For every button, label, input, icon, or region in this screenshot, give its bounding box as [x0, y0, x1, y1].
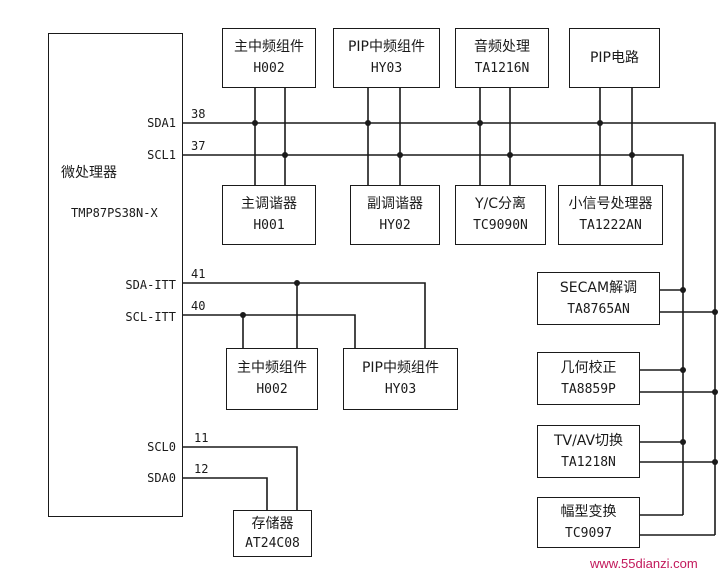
junction-dot	[252, 120, 258, 126]
block-secam: SECAM解调 TA8765AN	[537, 272, 660, 325]
block-name: 音频处理	[474, 39, 530, 55]
block-name: TV/AV切换	[553, 432, 624, 449]
pin-number-scl1: 37	[191, 139, 206, 153]
junction-dot	[477, 120, 483, 126]
block-name: 几何校正	[560, 359, 617, 376]
block-model: HY03	[384, 382, 417, 397]
pin-number-scl-itt: 40	[191, 299, 206, 313]
block-name: Y/C分离	[474, 196, 527, 212]
junction-dot	[240, 312, 246, 318]
block-model: HY02	[379, 218, 411, 233]
pin-label-scl1: SCL1	[147, 148, 176, 162]
block-model: TA8859P	[561, 381, 616, 397]
sda0-line	[183, 477, 268, 510]
block-yc-separation: Y/C分离 TC9090N	[455, 185, 546, 245]
block-pip-circuit: PIP电路	[569, 28, 660, 88]
i2c-bus-itt	[183, 280, 426, 348]
junction-dot	[629, 152, 635, 158]
pin-number-sda0: 12	[194, 462, 209, 476]
block-small-signal: 小信号处理器 TA1222AN	[558, 185, 663, 245]
pin-number-sda1: 38	[191, 107, 206, 121]
block-main-tuner: 主调谐器 H001	[222, 185, 316, 245]
junction-dot	[282, 152, 288, 158]
block-name: 主中频组件	[234, 39, 304, 55]
block-model: AT24C08	[245, 535, 300, 551]
junction-dot	[712, 459, 718, 465]
block-model: TC9090N	[473, 218, 528, 233]
block-pip-if-itt: PIP中频组件 HY03	[343, 348, 458, 410]
block-name: 主调谐器	[241, 196, 297, 212]
block-model: TA8765AN	[567, 301, 630, 317]
block-model: TA1218N	[561, 454, 616, 470]
pin-number-sda-itt: 41	[191, 267, 206, 281]
pin-label-sda0: SDA0	[147, 471, 176, 485]
junction-dot	[680, 367, 686, 373]
block-model: TA1216N	[474, 61, 530, 76]
block-name: 主中频组件	[237, 360, 307, 376]
block-model: TA1222AN	[579, 218, 642, 233]
junction-dot	[680, 287, 686, 293]
junction-dot	[507, 152, 513, 158]
block-model: H002	[256, 382, 288, 397]
junction-dot	[712, 309, 718, 315]
scl0-line	[183, 446, 298, 510]
junction-dot	[397, 152, 403, 158]
block-name: 存储器	[251, 515, 294, 532]
scl-itt-line	[183, 314, 356, 348]
block-sub-tuner: 副调谐器 HY02	[350, 185, 440, 245]
block-name: PIP中频组件	[361, 360, 439, 376]
junction-dot	[712, 389, 718, 395]
pin-number-scl0: 11	[194, 431, 209, 445]
scl1-line	[183, 154, 684, 515]
sda-itt-line	[183, 282, 426, 348]
block-aspect-convert: 幅型变换 TC9097	[537, 497, 640, 548]
block-name: PIP中频组件	[347, 39, 425, 55]
pin-label-sda-itt: SDA-ITT	[125, 278, 176, 292]
i2c-bus-0	[183, 446, 298, 510]
block-model: TC9097	[565, 525, 612, 541]
pin-label-scl0: SCL0	[147, 440, 176, 454]
mcu-model: TMP87PS38N-X	[71, 206, 158, 220]
junction-dot	[365, 120, 371, 126]
junction-dot	[680, 439, 686, 445]
mcu-name: 微处理器	[61, 165, 117, 181]
block-main-if-itt: 主中频组件 H002	[226, 348, 318, 410]
block-model: H002	[253, 61, 285, 76]
block-name: 幅型变换	[560, 503, 617, 520]
block-memory: 存储器 AT24C08	[233, 510, 312, 557]
block-name: SECAM解调	[559, 279, 638, 296]
block-name: 副调谐器	[367, 196, 423, 212]
block-geometry: 几何校正 TA8859P	[537, 352, 640, 405]
block-model: H001	[253, 218, 285, 233]
block-audio: 音频处理 TA1216N	[455, 28, 549, 88]
junction-dot	[294, 280, 300, 286]
microprocessor-block: 微处理器 TMP87PS38N-X SDA1 SCL1 SDA-ITT SCL-…	[48, 33, 183, 517]
block-name: PIP电路	[589, 50, 639, 66]
block-pip-if: PIP中频组件 HY03	[333, 28, 440, 88]
sda1-line	[183, 122, 716, 535]
block-model: HY03	[370, 61, 403, 76]
block-tv-av-switch: TV/AV切换 TA1218N	[537, 425, 640, 478]
watermark: www.55dianzi.com	[590, 556, 698, 571]
pin-label-sda1: SDA1	[147, 116, 176, 130]
block-name: 小信号处理器	[568, 196, 653, 212]
pin-label-scl-itt: SCL-ITT	[125, 310, 176, 324]
block-main-if: 主中频组件 H002	[222, 28, 316, 88]
junction-dot	[597, 120, 603, 126]
i2c-bus-1	[183, 88, 718, 536]
